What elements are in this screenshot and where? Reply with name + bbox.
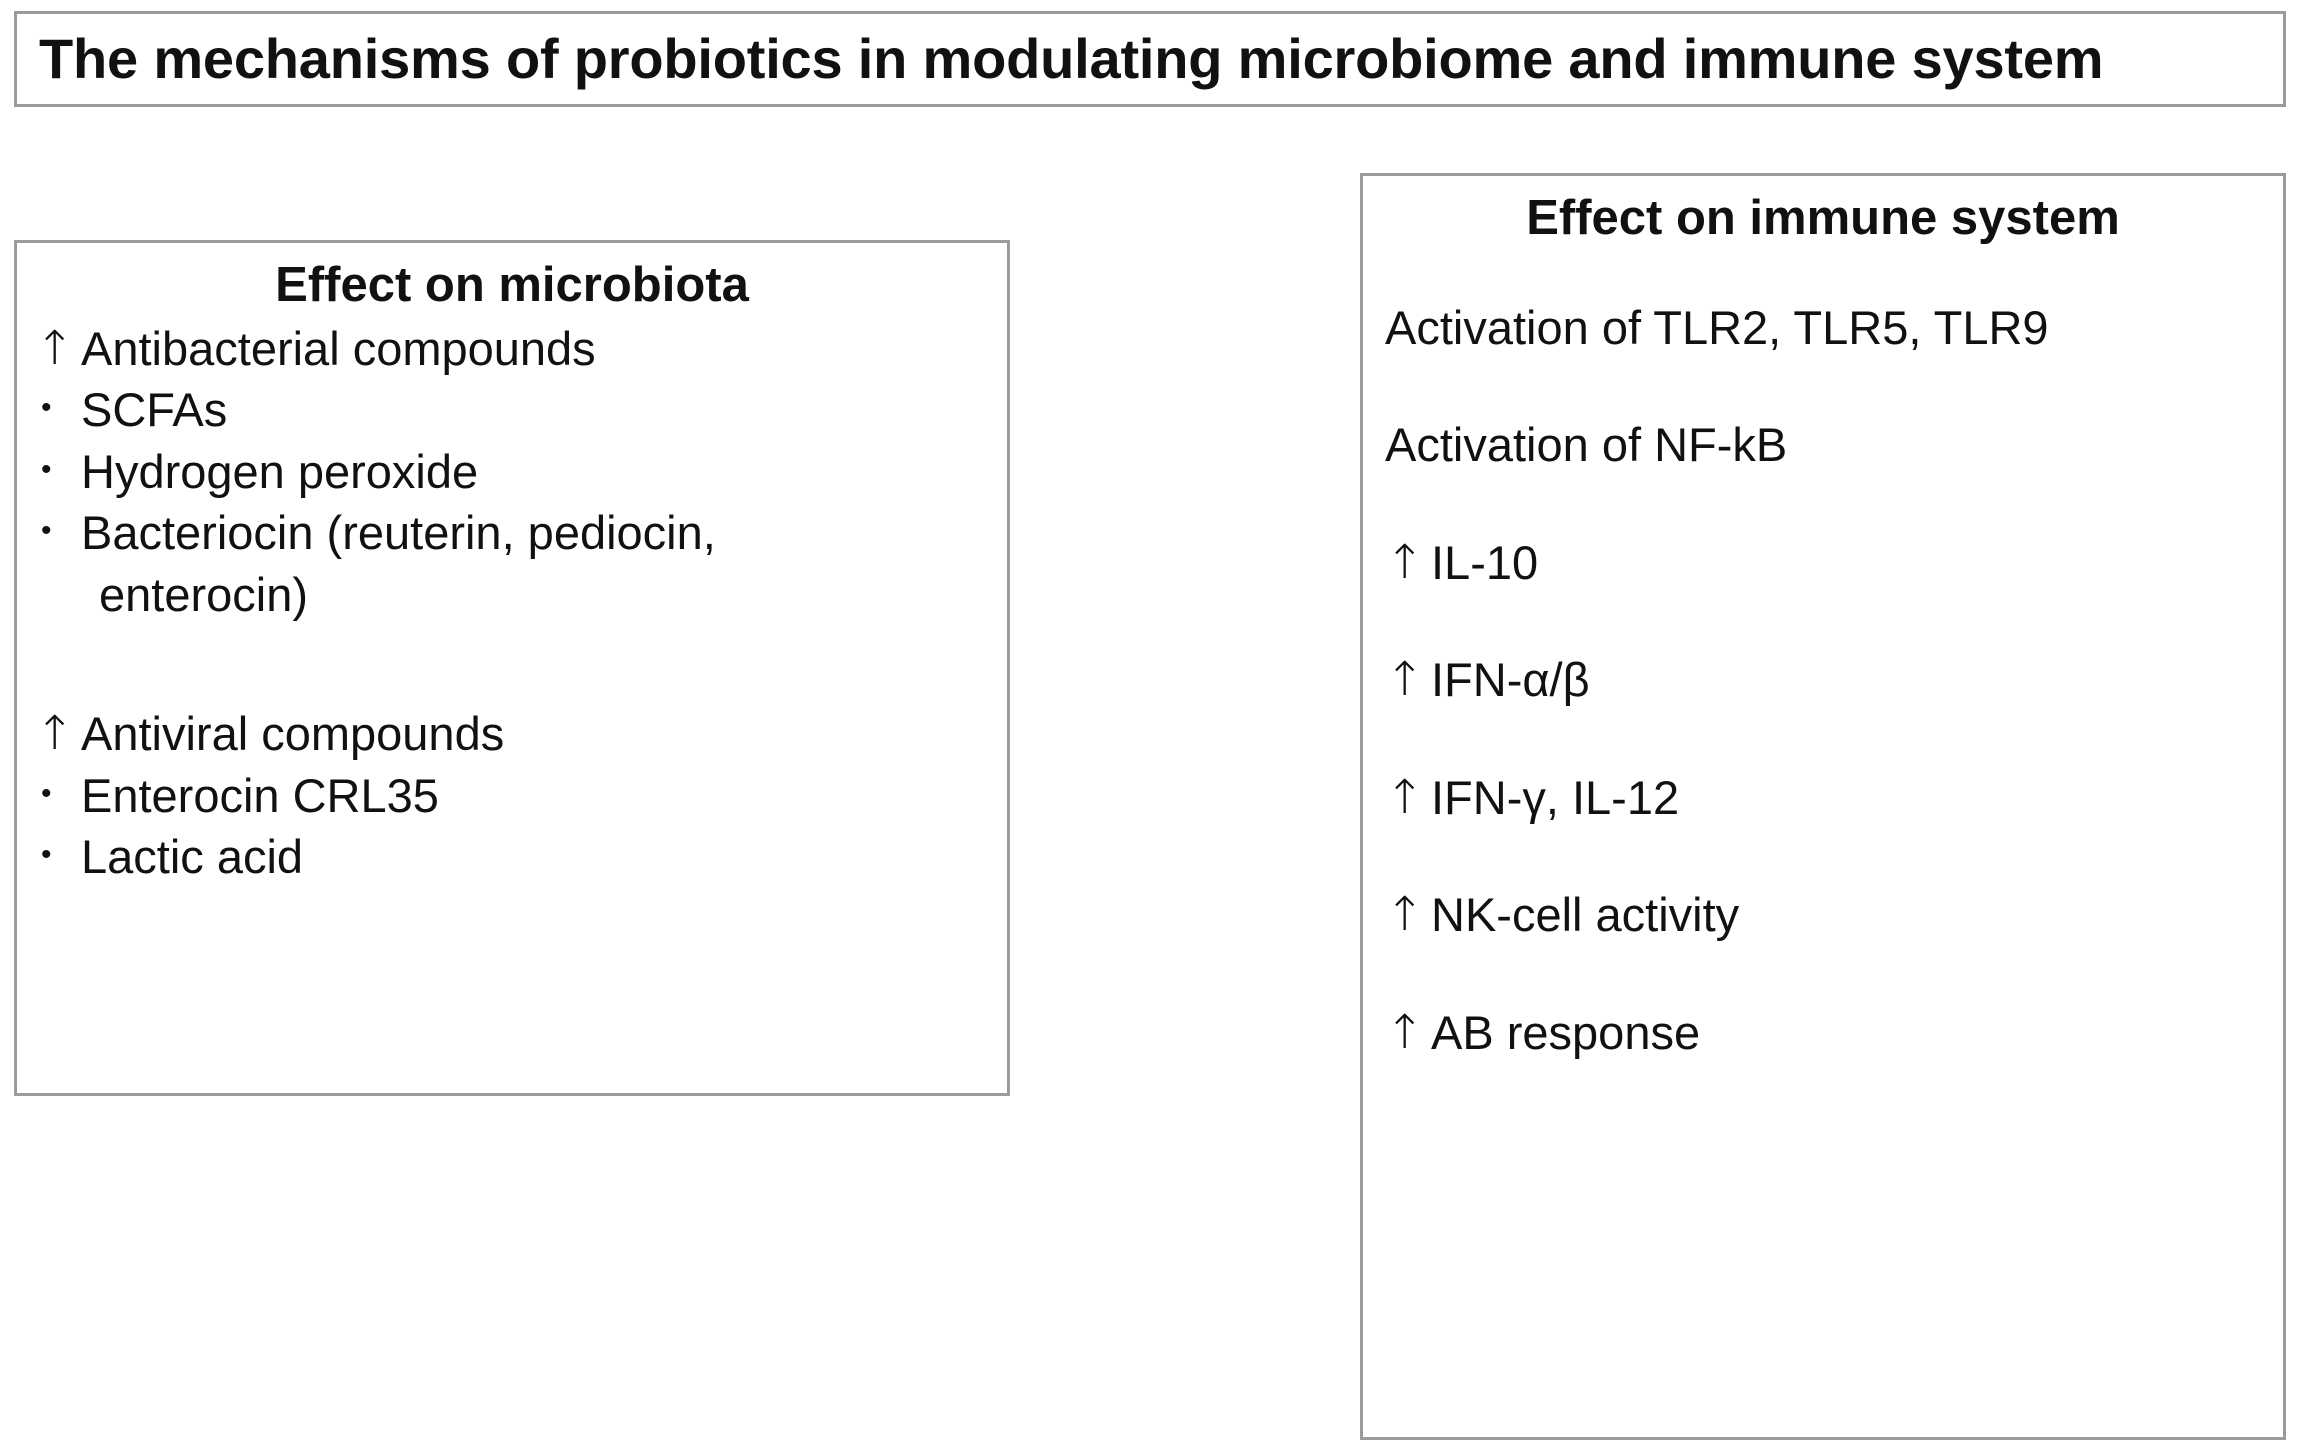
list-item-label: Antibacterial compounds [81, 321, 596, 375]
list-item: ↑ Antiviral compounds [35, 706, 989, 761]
list-item-label: Antiviral compounds [81, 707, 505, 761]
section-spacer [35, 622, 989, 706]
immune-panel-heading: Effect on immune system [1526, 191, 2120, 245]
title-banner: The mechanisms of probiotics in modulati… [14, 11, 2286, 107]
list-item-label: AB response [1431, 1005, 1701, 1059]
up-arrow-icon: ↑ [1385, 652, 1425, 708]
up-arrow-icon: ↑ [1385, 534, 1425, 590]
list-item-label: Activation of NF-kB [1385, 418, 1788, 472]
list-item-label: SCFAs [81, 383, 228, 437]
bullet-icon: • [41, 452, 52, 486]
list-item: ↑ IFN-α/β [1385, 652, 2261, 707]
list-item: ↑ AB response [1385, 1005, 2261, 1060]
list-item: • Enterocin CRL35 [35, 768, 989, 823]
microbiota-panel: Effect on microbiota ↑ Antibacterial com… [14, 240, 1010, 1096]
up-arrow-icon: ↑ [1385, 769, 1425, 825]
bullet-icon: • [41, 837, 52, 871]
list-item: • Lactic acid [35, 829, 989, 884]
list-item-continuation: enterocin) [35, 567, 989, 622]
list-item: ↑ IL-10 [1385, 535, 2261, 590]
immune-system-panel: Effect on immune system Activation of TL… [1360, 173, 2286, 1440]
list-item-label: IFN-γ, IL-12 [1431, 770, 1680, 824]
list-item-label: Lactic acid [81, 829, 304, 883]
list-item-label: Activation of TLR2, TLR5, TLR9 [1385, 300, 2049, 354]
page-title: The mechanisms of probiotics in modulati… [39, 27, 2104, 90]
list-item: • Hydrogen peroxide [35, 444, 989, 499]
list-item: • Bacteriocin (reuterin, pediocin, [35, 505, 989, 560]
list-item: Activation of TLR2, TLR5, TLR9 [1385, 300, 2261, 355]
list-item-label: IL-10 [1431, 535, 1539, 589]
up-arrow-icon: ↑ [35, 320, 75, 376]
bullet-icon: • [41, 776, 52, 810]
list-item-label: Enterocin CRL35 [81, 768, 439, 822]
list-item-label: Hydrogen peroxide [81, 444, 479, 498]
list-item-label: IFN-α/β [1431, 653, 1590, 707]
bullet-icon: • [41, 391, 52, 425]
list-item: ↑ NK-cell activity [1385, 887, 2261, 942]
up-arrow-icon: ↑ [35, 706, 75, 762]
list-item-label: NK-cell activity [1431, 888, 1740, 942]
list-item: • SCFAs [35, 382, 989, 437]
list-item: ↑ IFN-γ, IL-12 [1385, 770, 2261, 825]
bullet-icon: • [41, 514, 52, 548]
up-arrow-icon: ↑ [1385, 1004, 1425, 1060]
list-item-label: enterocin) [99, 567, 308, 621]
up-arrow-icon: ↑ [1385, 887, 1425, 943]
list-item-label: Bacteriocin (reuterin, pediocin, [81, 506, 716, 560]
list-item: ↑ Antibacterial compounds [35, 321, 989, 376]
microbiota-panel-heading: Effect on microbiota [275, 258, 749, 312]
list-item: Activation of NF-kB [1385, 417, 2261, 472]
